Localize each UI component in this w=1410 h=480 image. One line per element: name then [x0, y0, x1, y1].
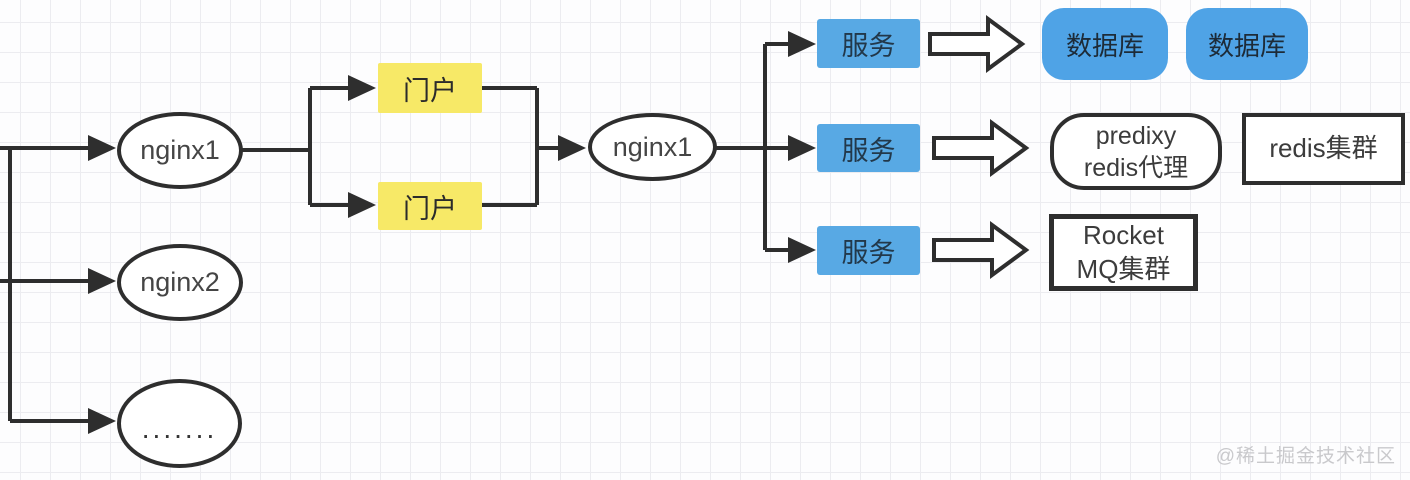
- node-nginx1-mid-label: nginx1: [612, 131, 693, 162]
- arrowhead-more: [88, 408, 116, 434]
- node-predixy-line1: predixy: [1095, 121, 1177, 150]
- node-portal-top: 门户: [378, 63, 482, 113]
- node-service-mid-label: 服务: [841, 135, 896, 166]
- block-arrow-bottom: [932, 221, 1030, 279]
- node-portal-top-label: 门户: [403, 75, 457, 106]
- block-arrow-top: [928, 15, 1026, 73]
- node-service-bottom-label: 服务: [841, 238, 896, 268]
- arrowhead-nginx1-mid: [558, 135, 586, 161]
- node-redis-cluster: redis集群: [1242, 113, 1405, 185]
- arrowhead-portal-bottom: [348, 192, 376, 218]
- node-nginx2: nginx2: [117, 244, 243, 321]
- node-service-bottom: 服务: [817, 226, 920, 275]
- node-rocketmq-line1: Rocket: [1083, 220, 1164, 251]
- node-more-ellipsis: .......: [117, 379, 242, 468]
- node-redis-cluster-label: redis集群: [1269, 133, 1378, 164]
- node-nginx1-left: nginx1: [117, 112, 243, 189]
- node-rocketmq-line2: MQ集群: [1076, 253, 1171, 284]
- node-database-left-label: 数据库: [1065, 30, 1144, 61]
- node-service-top: 服务: [817, 19, 920, 68]
- node-service-top-label: 服务: [841, 31, 896, 61]
- arrowhead-portal-top: [348, 75, 376, 101]
- arrowhead-nginx2: [88, 268, 116, 294]
- node-portal-bottom-label: 门户: [403, 193, 457, 224]
- block-arrow-mid: [932, 119, 1030, 177]
- node-predixy-line2: redis代理: [1083, 153, 1189, 182]
- node-rocketmq-cluster: Rocket MQ集群: [1049, 214, 1198, 291]
- node-service-mid: 服务: [817, 124, 920, 172]
- node-nginx1-mid: nginx1: [588, 113, 717, 181]
- node-nginx2-label: nginx2: [140, 267, 220, 297]
- watermark: @稀土掘金技术社区: [1215, 446, 1396, 467]
- node-database-right: 数据库: [1186, 8, 1308, 80]
- arrowhead-service-top: [788, 31, 816, 57]
- arrowhead-service-mid: [788, 135, 816, 161]
- node-predixy-proxy: predixy redis代理: [1050, 113, 1222, 190]
- node-database-left: 数据库: [1042, 8, 1168, 80]
- node-portal-bottom: 门户: [378, 182, 482, 230]
- node-nginx1-left-label: nginx1: [140, 135, 220, 165]
- node-database-right-label: 数据库: [1207, 30, 1286, 61]
- node-more-label: .......: [141, 412, 218, 444]
- arrowhead-service-bottom: [788, 237, 816, 263]
- arrowhead-nginx1: [88, 135, 116, 161]
